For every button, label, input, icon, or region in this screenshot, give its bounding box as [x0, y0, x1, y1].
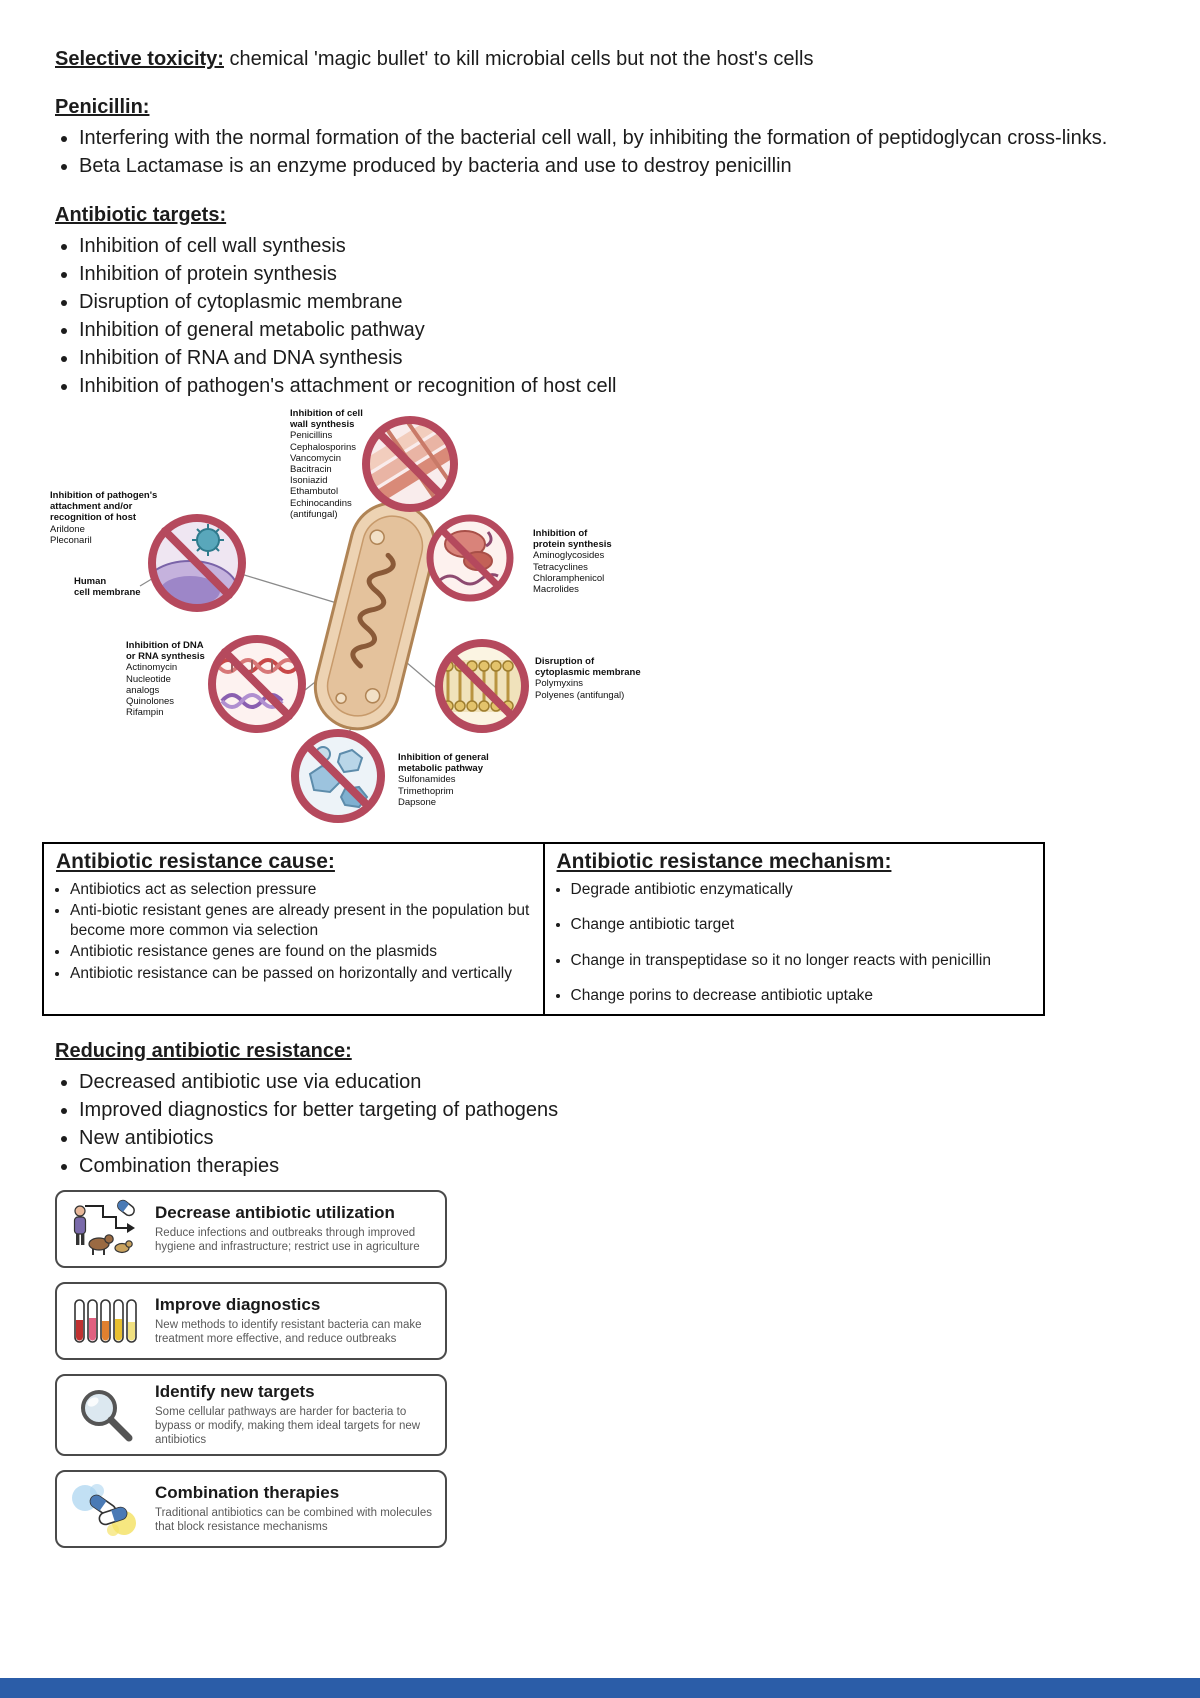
- reducing-heading: Reducing antibiotic resistance:: [55, 1039, 352, 1062]
- list-item: Improved diagnostics for better targetin…: [79, 1097, 1145, 1124]
- no-cytoplasmic-membrane-symbol: [435, 639, 529, 733]
- intro-line: Selective toxicity: chemical 'magic bull…: [55, 46, 1145, 72]
- label-target-text: Human cell membrane: [74, 576, 141, 599]
- antibiotic-targets-diagram: Inhibition of cell wall synthesis Penici…: [40, 404, 700, 832]
- list-item: Disruption of cytoplasmic membrane: [79, 289, 1145, 316]
- label-drugs-text: Polymyxins Polyenes (antifungal): [535, 678, 625, 701]
- label-metabolic-pathway: Inhibition of general metabolic pathway …: [398, 752, 513, 808]
- targets-heading: Antibiotic targets:: [55, 204, 227, 226]
- table-row: Anti-biotic resistant genes are already …: [70, 901, 533, 940]
- list-item: Inhibition of RNA and DNA synthesis: [79, 345, 1145, 372]
- page: Selective toxicity: chemical 'magic bull…: [0, 0, 1200, 1548]
- resistance-cause-list: Antibiotics act as selection pressure An…: [54, 880, 533, 983]
- no-protein-synthesis-symbol: [426, 514, 514, 602]
- table-row: Change in transpeptidase so it no longer…: [571, 951, 1034, 970]
- capsules-icon: [67, 1478, 145, 1540]
- list-item: Combination therapies: [79, 1153, 1145, 1180]
- penicillin-list: Interfering with the normal formation of…: [55, 125, 1145, 180]
- list-item: Inhibition of general metabolic pathway: [79, 317, 1145, 344]
- label-dna-rna-synthesis: Inhibition of DNA or RNA synthesis Actin…: [126, 640, 212, 718]
- label-drugs-text: Sulfonamides Trimethoprim Dapsone: [398, 774, 456, 808]
- list-item: New antibiotics: [79, 1125, 1145, 1152]
- label-cytoplasmic-membrane: Disruption of cytoplasmic membrane Polym…: [535, 656, 665, 701]
- strategy-boxes: Decrease antibiotic utilization Reduce i…: [55, 1189, 1145, 1548]
- label-target-text: Inhibition of DNA or RNA synthesis: [126, 640, 205, 663]
- penicillin-heading: Penicillin:: [55, 96, 150, 118]
- list-item: Decreased antibiotic use via education: [79, 1069, 1145, 1096]
- strategy-description: Reduce infections and outbreaks through …: [155, 1226, 420, 1253]
- strategy-combination-therapies: Combination therapies Traditional antibi…: [55, 1469, 447, 1548]
- label-drugs-text: Actinomycin Nucleotide analogs Quinolone…: [126, 662, 178, 719]
- intro-heading: Selective toxicity:: [55, 48, 224, 70]
- label-target-text: Inhibition of cell wall synthesis: [290, 408, 363, 431]
- resistance-mechanism-list: Degrade antibiotic enzymatically Change …: [555, 880, 1034, 1006]
- reducing-list: Decreased antibiotic use via education I…: [55, 1069, 1145, 1180]
- strategy-description: Traditional antibiotics can be combined …: [155, 1506, 432, 1534]
- table-row: Antibiotic resistance can be passed on h…: [70, 964, 533, 983]
- list-item: Interfering with the normal formation of…: [79, 125, 1145, 152]
- list-item: Inhibition of cell wall synthesis: [79, 233, 1145, 260]
- label-drugs-text: Arildone Pleconaril: [50, 523, 92, 546]
- label-human-cell-membrane: Human cell membrane: [74, 576, 154, 598]
- label-pathogen-attachment: Inhibition of pathogen's attachment and/…: [50, 490, 158, 546]
- label-target-text: Disruption of cytoplasmic membrane: [535, 656, 641, 679]
- magnifier-icon: [67, 1384, 145, 1446]
- footer-color-bar: [0, 1678, 1200, 1698]
- label-drugs-text: Aminoglycosides Tetracyclines Chloramphe…: [533, 550, 605, 596]
- label-drugs-text: Penicillins Cephalosporins Vancomycin Ba…: [290, 430, 357, 520]
- label-target-text: Inhibition of protein synthesis: [533, 528, 612, 551]
- no-metabolic-pathway-symbol: [291, 729, 385, 823]
- no-cell-wall-synthesis-symbol: [362, 416, 458, 512]
- strategy-description: New methods to identify resistant bacter…: [155, 1318, 422, 1345]
- strategy-improve-diagnostics: Improve diagnostics New methods to ident…: [55, 1281, 447, 1360]
- table-row: Change porins to decrease antibiotic upt…: [571, 986, 1034, 1005]
- list-item: Inhibition of protein synthesis: [79, 261, 1145, 288]
- strategy-title: Improve diagnostics: [155, 1294, 321, 1314]
- label-target-text: Inhibition of pathogen's attachment and/…: [50, 490, 158, 524]
- strategy-title: Combination therapies: [155, 1482, 340, 1502]
- bacterium-cell: [313, 501, 437, 731]
- label-target-text: Inhibition of general metabolic pathway: [398, 752, 489, 775]
- strategy-title: Identify new targets: [155, 1381, 315, 1401]
- targets-list: Inhibition of cell wall synthesis Inhibi…: [55, 233, 1145, 400]
- strategy-decrease-utilization: Decrease antibiotic utilization Reduce i…: [55, 1189, 447, 1268]
- strategy-identify-new-targets: Identify new targets Some cellular pathw…: [55, 1373, 447, 1456]
- table-row: Change antibiotic target: [571, 915, 1034, 934]
- test-tubes-icon: [67, 1290, 145, 1352]
- antibiotic-targets-figure: [139, 416, 529, 823]
- label-protein-synthesis: Inhibition of protein synthesis Aminogly…: [533, 528, 643, 595]
- resistance-mechanism-heading: Antibiotic resistance mechanism:: [556, 850, 892, 873]
- resistance-mechanism-column: Antibiotic resistance mechanism: Degrade…: [545, 844, 1044, 1014]
- table-row: Degrade antibiotic enzymatically: [571, 880, 1034, 899]
- resistance-cause-heading: Antibiotic resistance cause:: [56, 850, 335, 873]
- intro-text: chemical 'magic bullet' to kill microbia…: [223, 48, 814, 70]
- no-dna-rna-synthesis-symbol: [208, 635, 306, 733]
- list-item: Beta Lactamase is an enzyme produced by …: [79, 153, 1145, 180]
- resistance-table: Antibiotic resistance cause: Antibiotics…: [42, 842, 1045, 1016]
- table-row: Antibiotics act as selection pressure: [70, 880, 533, 899]
- people-animals-pill-icon: [67, 1198, 145, 1260]
- list-item: Inhibition of pathogen's attachment or r…: [79, 373, 1145, 400]
- label-cell-wall-synthesis: Inhibition of cell wall synthesis Penici…: [290, 408, 382, 520]
- table-row: Antibiotic resistance genes are found on…: [70, 942, 533, 961]
- strategy-title: Decrease antibiotic utilization: [155, 1202, 395, 1222]
- strategy-description: Some cellular pathways are harder for ba…: [155, 1405, 421, 1447]
- resistance-cause-column: Antibiotic resistance cause: Antibiotics…: [44, 844, 545, 1014]
